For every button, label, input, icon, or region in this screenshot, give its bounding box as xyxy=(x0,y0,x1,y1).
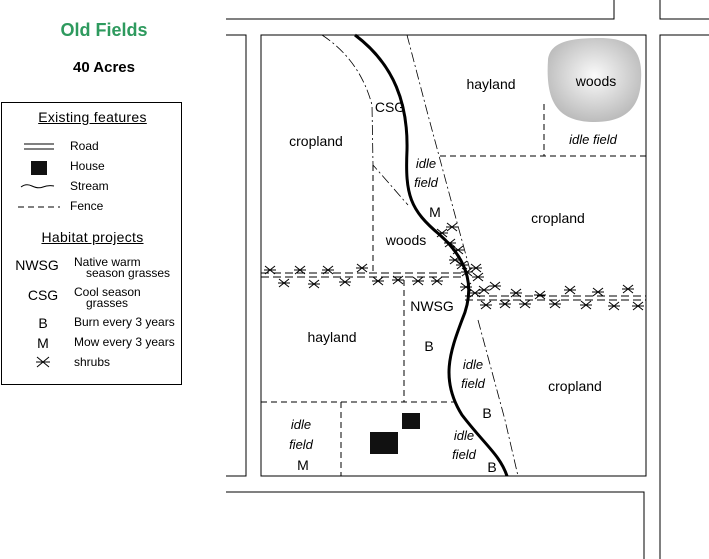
fence-icon xyxy=(18,206,60,208)
label-nwsg: NWSG xyxy=(410,298,454,314)
label-hayland: hayland xyxy=(307,329,356,345)
shrub-icon xyxy=(322,265,334,275)
shrub-icon xyxy=(564,285,576,295)
shrub-icon xyxy=(470,263,482,273)
shrub-icon xyxy=(412,276,424,286)
legend-label: season grasses xyxy=(86,266,171,280)
fence-rows xyxy=(261,272,646,301)
label-hayland: hayland xyxy=(466,76,515,92)
legend-label: Cool season xyxy=(74,285,141,299)
legend-code: CSG xyxy=(27,287,59,303)
shrub-icon xyxy=(456,260,468,270)
shrub-icon xyxy=(469,288,481,298)
shrub-icon xyxy=(460,282,472,292)
shrub-icon xyxy=(480,300,492,310)
legend-existing-heading: Existing features xyxy=(38,109,147,125)
label-idle: idle xyxy=(291,417,311,432)
label-mow: M xyxy=(429,204,441,220)
label-field: field xyxy=(452,447,477,462)
legend-code: B xyxy=(38,315,48,331)
label-woods: woods xyxy=(575,73,616,89)
shrub-icon xyxy=(444,238,456,248)
label-cropland: cropland xyxy=(548,378,602,394)
roads xyxy=(226,0,709,559)
label-idle-field: idle field xyxy=(569,132,617,147)
shrub-icon xyxy=(264,265,276,275)
shrub-icon xyxy=(308,279,320,289)
label-field: field xyxy=(289,437,314,452)
property-boundary xyxy=(260,34,647,477)
legend-code: M xyxy=(37,335,49,351)
map-title: Old Fields xyxy=(60,20,148,40)
stream-icon xyxy=(20,184,55,189)
shrub-icon xyxy=(478,285,490,295)
shrubs-icon xyxy=(36,356,50,368)
label-idle: idle xyxy=(463,357,483,372)
legend-label: Fence xyxy=(70,199,104,213)
shrubs xyxy=(264,222,644,311)
label-cropland: cropland xyxy=(531,210,585,226)
shrub-icon xyxy=(519,299,531,309)
shrub-icon xyxy=(472,272,484,282)
label-csg: CSG xyxy=(375,99,405,115)
shrub-icon xyxy=(499,299,511,309)
legend-label: House xyxy=(70,159,105,173)
legend-label: Road xyxy=(70,139,99,153)
label-cropland: cropland xyxy=(289,133,343,149)
legend: Existing features Road House Stream Fenc… xyxy=(1,102,182,385)
shrub-icon xyxy=(436,228,448,238)
legend-label: Mow every 3 years xyxy=(74,335,175,349)
shrub-icon xyxy=(534,290,546,300)
shrub-icon xyxy=(510,288,522,298)
shrub-icon xyxy=(392,275,404,285)
shrub-icon xyxy=(580,300,592,310)
label-field: field xyxy=(461,376,486,391)
woods-area xyxy=(547,38,642,122)
shrub-icon xyxy=(372,276,384,286)
legend-label: Burn every 3 years xyxy=(74,315,175,329)
shrub-icon xyxy=(592,287,604,297)
house-icon xyxy=(370,432,398,454)
house-icon xyxy=(402,413,420,429)
legend-label: shrubs xyxy=(74,355,111,369)
shrub-icon xyxy=(294,265,306,275)
map-subtitle: 40 Acres xyxy=(73,59,135,76)
shrub-icon xyxy=(461,267,473,277)
stream xyxy=(354,33,509,477)
label-burn: B xyxy=(487,459,496,475)
shrub-icon xyxy=(632,301,644,311)
label-burn: B xyxy=(424,338,433,354)
field-boundaries xyxy=(321,34,519,477)
shrub-icon xyxy=(608,301,620,311)
shrub-icon xyxy=(431,276,443,286)
shrub-icon xyxy=(278,278,290,288)
fences xyxy=(261,104,646,476)
label-burn: B xyxy=(482,405,491,421)
legend-code: NWSG xyxy=(15,257,59,273)
label-idle: idle xyxy=(454,428,474,443)
road-icon xyxy=(24,143,54,150)
legend-label: Stream xyxy=(70,179,109,193)
shrub-icon xyxy=(449,255,461,265)
legend-label: Native warm xyxy=(74,255,141,269)
house-icon xyxy=(31,161,47,175)
label-woods: woods xyxy=(385,232,426,248)
shrub-icon xyxy=(356,263,368,273)
shrub-icon xyxy=(489,281,501,291)
label-idle: idle xyxy=(416,156,436,171)
label-field: field xyxy=(414,175,439,190)
shrub-icon xyxy=(622,284,634,294)
shrub-icon xyxy=(452,245,464,255)
legend-label: grasses xyxy=(86,296,129,310)
legend-habitat-heading: Habitat projects xyxy=(41,229,144,245)
shrub-icon xyxy=(549,299,561,309)
shrub-icon xyxy=(446,222,458,232)
label-mow: M xyxy=(297,457,309,473)
shrub-icon xyxy=(339,277,351,287)
